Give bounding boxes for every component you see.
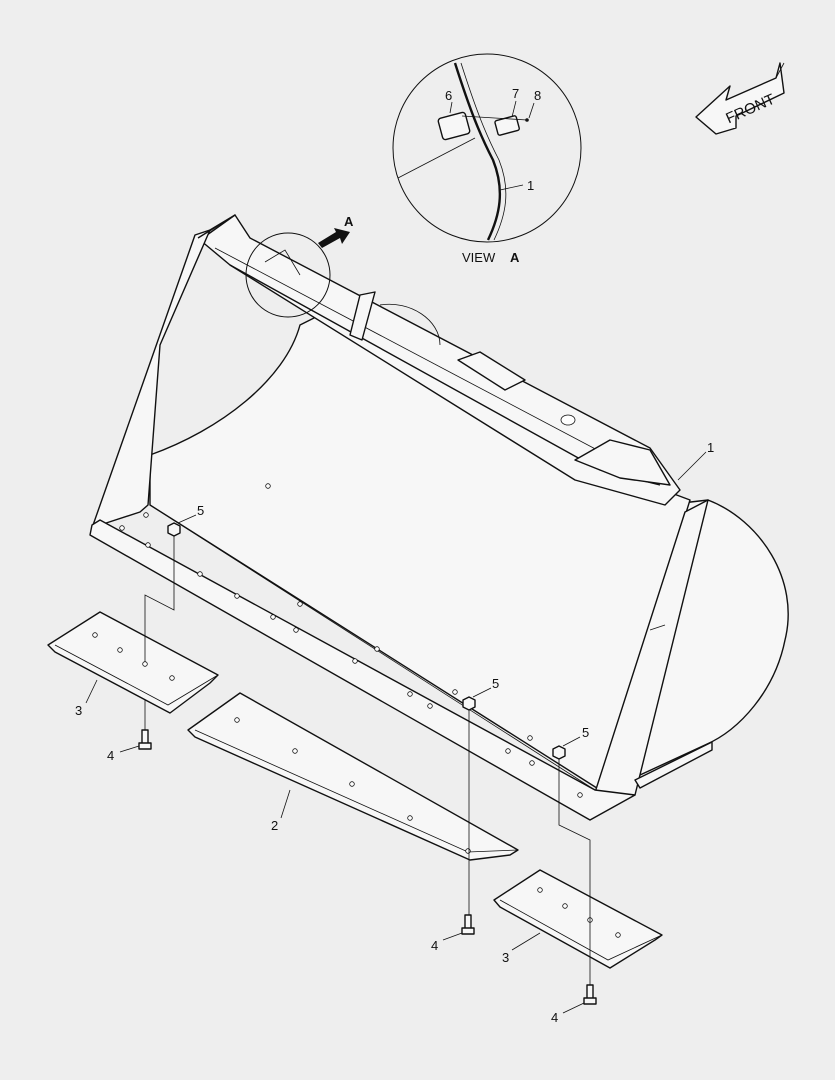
cutting-edge-center [187, 692, 519, 861]
plate-6 [437, 111, 471, 141]
view-a-detail: 6 7 8 1 VIEW A [392, 53, 582, 265]
cutting-edge-left [47, 611, 219, 714]
assembly-lines [144, 536, 591, 985]
detail-a-marker: A [245, 214, 354, 318]
base-plate-holes [119, 483, 583, 798]
cutting-edge-right [493, 869, 663, 969]
callout-3-left: 3 [75, 703, 82, 718]
callout-1: 1 [707, 440, 714, 455]
callout-5-right: 5 [582, 725, 589, 740]
bolts [138, 729, 597, 1005]
callout-2: 2 [271, 818, 278, 833]
callout-4-center: 4 [431, 938, 438, 953]
leader-lines [85, 451, 707, 1014]
callout-5-center: 5 [492, 676, 499, 691]
callout-1-view: 1 [527, 178, 534, 193]
callout-4-left: 4 [107, 748, 114, 763]
front-arrow: FRONT [695, 62, 785, 135]
callout-5-left: 5 [197, 503, 204, 518]
callout-7: 7 [512, 86, 519, 101]
callout-3-right: 3 [502, 950, 509, 965]
view-label: VIEW [462, 250, 496, 265]
nuts [167, 522, 566, 760]
detail-arrow-letter: A [344, 214, 354, 229]
callout-6: 6 [445, 88, 452, 103]
plate-7 [494, 115, 520, 136]
callout-8: 8 [534, 88, 541, 103]
view-letter: A [510, 250, 520, 265]
callout-4-right: 4 [551, 1010, 558, 1025]
bucket [89, 214, 789, 821]
